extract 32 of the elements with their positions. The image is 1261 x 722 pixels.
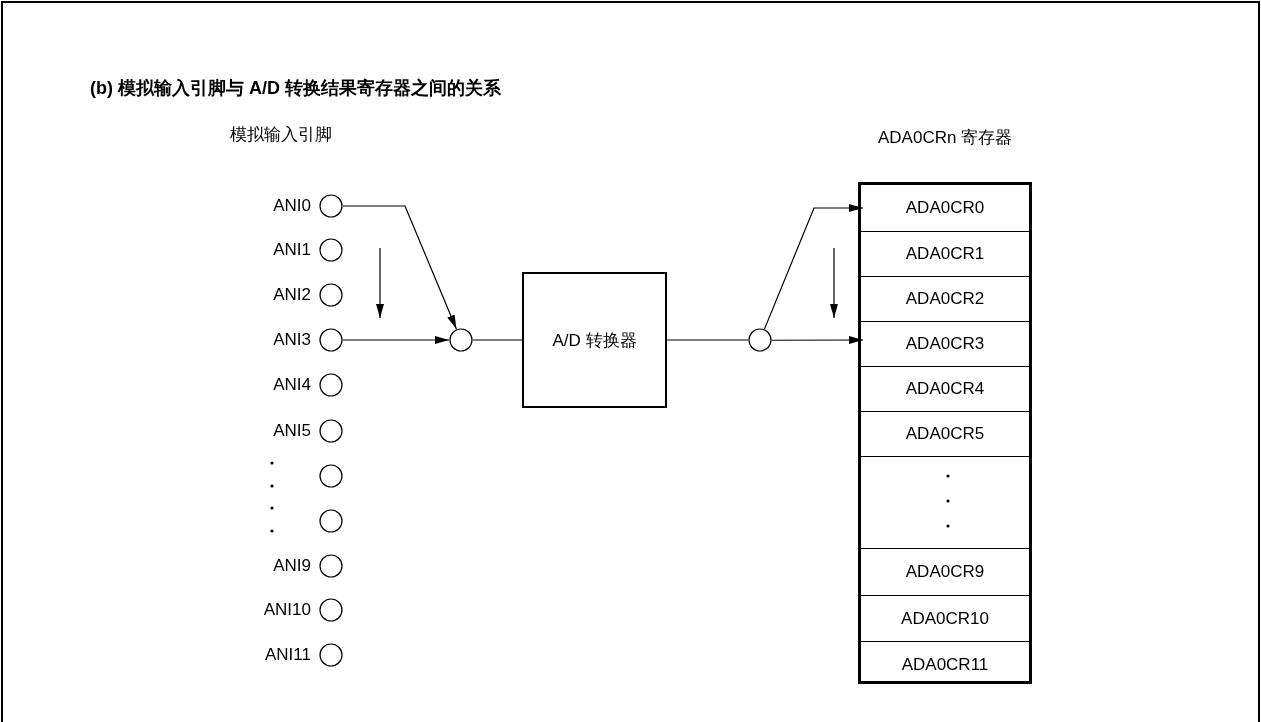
register-cell: ADA0CR11 [861,641,1029,687]
pin-label: ANI9 [273,556,311,576]
pin-label: ANI0 [273,196,311,216]
register-cell: ADA0CR9 [861,548,1029,595]
register-cell: ADA0CR1 [861,231,1029,276]
pin-circle [319,464,343,488]
converter-box: A/D 转换器 [522,272,667,408]
pin-label: ANI10 [263,600,311,620]
connector-line [472,339,525,341]
pin-label: ANI1 [273,240,311,260]
pin-label: ANI3 [273,330,311,350]
connector-line [666,339,749,341]
arrow [771,336,864,345]
register-cell: ADA0CR10 [861,595,1029,641]
arrow [763,204,864,330]
pin-circle [319,509,343,533]
title: (b) 模拟输入引脚与 A/D 转换结果寄存器之间的关系 [90,78,501,98]
junction-circle [449,328,473,352]
pin-label: ANI5 [273,421,311,441]
register-cell: ADA0CR2 [861,276,1029,321]
column-heading: ADA0CRn 寄存器 [878,128,1013,148]
arrow [342,336,450,344]
arrow [342,205,457,330]
register-cell: ADA0CR5 [861,411,1029,456]
junction-circle [748,328,772,352]
pin-label: ANI4 [273,375,311,395]
register-cell: ADA0CR0 [861,185,1029,231]
register-cell: ADA0CR3 [861,321,1029,366]
register-cell: ADA0CR4 [861,366,1029,411]
pin-label: ANI2 [273,285,311,305]
column-heading: 模拟输入引脚 [230,125,332,145]
pin-label: ANI11 [265,645,311,665]
